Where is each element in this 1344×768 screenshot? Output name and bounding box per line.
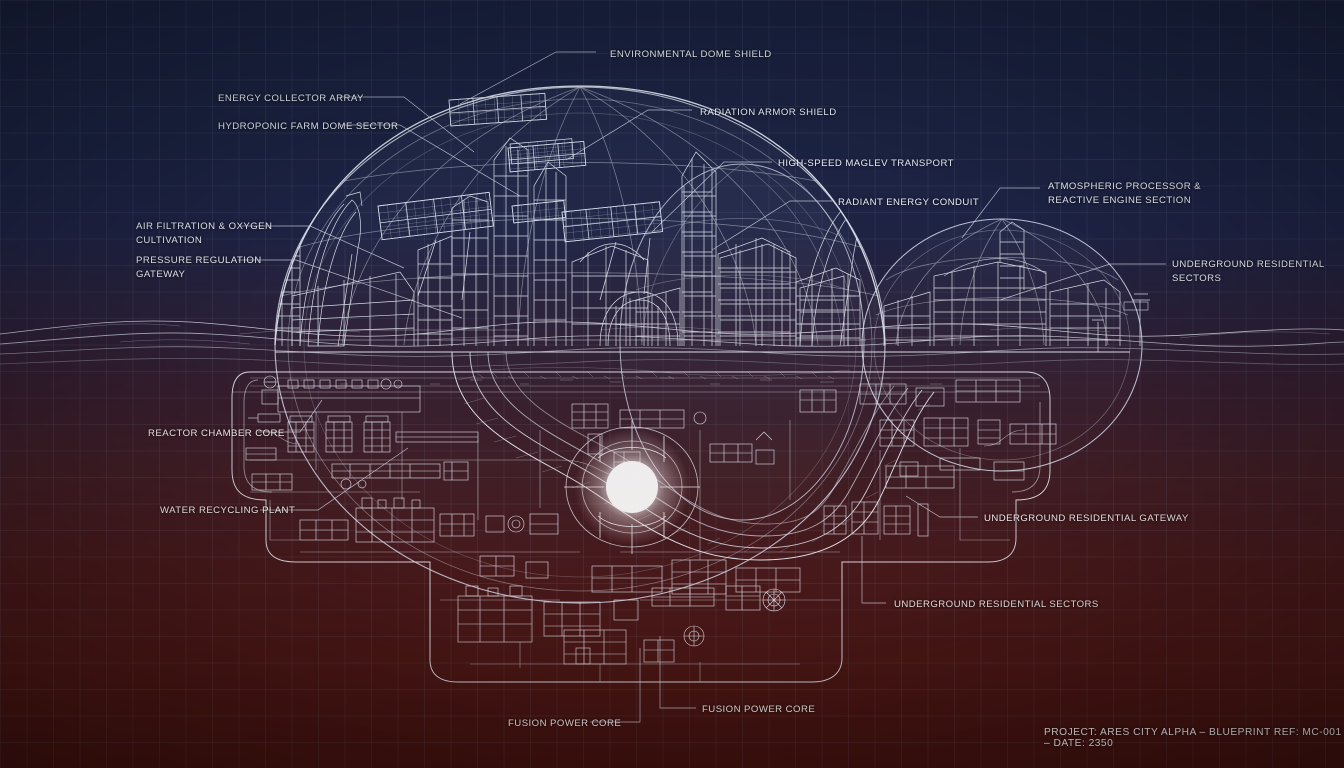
- mid-dome-geometry: [619, 163, 865, 521]
- residential-sectors-underground: [799, 379, 1057, 537]
- underground-systems: [245, 351, 1057, 682]
- callout-underground-residential-sectors-right: UNDERGROUND RESIDENTIAL SECTORS: [1172, 259, 1325, 284]
- callout-fusion-power-core-right: FUSION POWER CORE: [702, 704, 816, 715]
- callout-leader-lines: [238, 51, 1166, 723]
- water-recycling-systems: [245, 413, 349, 541]
- callout-high-speed-maglev: HIGH-SPEED MAGLEV TRANSPORT: [778, 158, 954, 169]
- callout-underground-residential-sectors-low: UNDERGROUND RESIDENTIAL SECTORS: [894, 599, 1099, 610]
- city-structures-right: [876, 221, 1130, 353]
- callout-environmental-dome-shield: ENVIRONMENTAL DOME SHIELD: [610, 49, 772, 60]
- underground-shell: [231, 371, 1051, 683]
- callout-energy-collector-array: ENERGY COLLECTOR ARRAY: [218, 93, 364, 104]
- blueprint-footer-caption: PROJECT: ARES CITY ALPHA – BLUEPRINT REF…: [1044, 727, 1342, 749]
- reactor-chamber-core-machinery: [261, 375, 479, 490]
- callout-water-recycling-plant: WATER RECYCLING PLANT: [160, 505, 296, 516]
- fusion-core-glow: [574, 429, 690, 545]
- callout-fusion-power-core-left: FUSION POWER CORE: [508, 718, 622, 729]
- callout-radiation-armor-shield: RADIATION ARMOR SHIELD: [700, 107, 837, 118]
- city-structures-mid: [635, 164, 845, 346]
- solar-panel-array: [377, 92, 664, 301]
- terrain-horizon: [0, 320, 1344, 367]
- callout-pressure-regulation-gateway: PRESSURE REGULATION GATEWAY: [136, 255, 262, 280]
- callout-reactor-chamber-core: REACTOR CHAMBER CORE: [148, 428, 285, 439]
- callout-air-filtration-oxygen: AIR FILTRATION & OXYGEN CULTIVATION: [136, 221, 273, 246]
- callout-underground-residential-gateway: UNDERGROUND RESIDENTIAL GATEWAY: [984, 513, 1189, 524]
- antenna-masts: [842, 293, 1150, 352]
- callout-hydroponic-farm-dome: HYDROPONIC FARM DOME SECTOR: [218, 121, 399, 132]
- callout-radiant-energy-conduit: RADIANT ENERGY CONDUIT: [838, 197, 980, 208]
- callout-atmos-processor-engine: ATMOSPHERIC PROCESSOR & REACTIVE ENGINE …: [1048, 181, 1202, 206]
- pipe-network: [250, 412, 1025, 682]
- city-structures-main: [275, 137, 880, 353]
